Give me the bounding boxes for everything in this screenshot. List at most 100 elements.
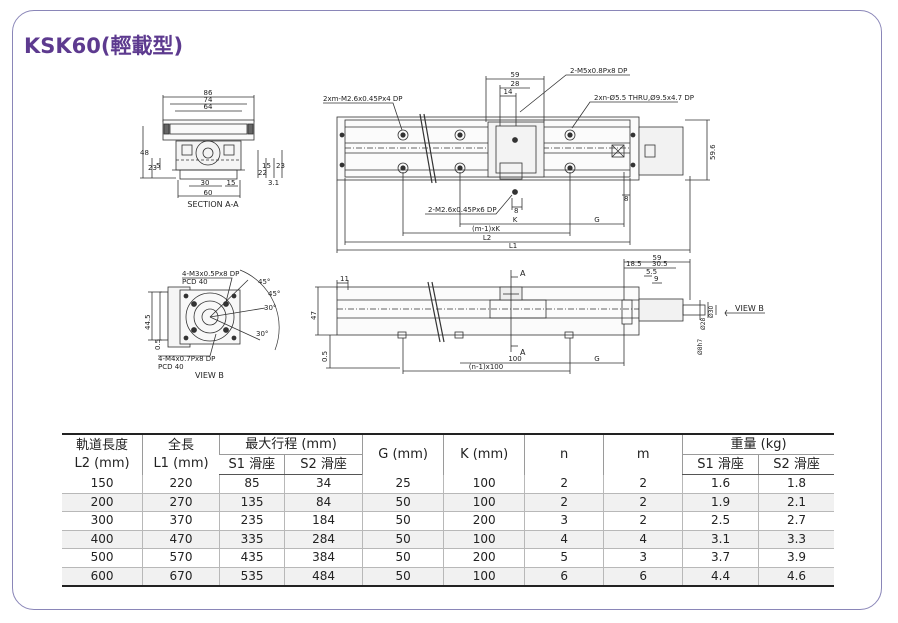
- col-g: G (mm): [362, 433, 444, 475]
- table-cell: 2.1: [758, 493, 834, 512]
- section-dim-74: 74: [204, 96, 213, 104]
- side-dim-n1: (n-1)x100: [469, 363, 503, 371]
- section-dim-3-1: 3.1: [268, 179, 279, 187]
- table-cell: 3.1: [682, 530, 759, 549]
- side-dim-5-5: 5.5: [646, 268, 657, 276]
- top-view: [323, 74, 710, 253]
- table-cell: 2: [603, 493, 683, 512]
- table-cell: 2: [603, 511, 683, 531]
- table-cell: 184: [284, 511, 363, 531]
- col-l1: 全長 L1 (mm): [142, 433, 220, 475]
- vb-angle-4: 30°: [256, 330, 268, 338]
- vb-dim-0-5: 0.5: [154, 339, 162, 350]
- table-cell: 4.6: [758, 567, 834, 587]
- section-dim-15b: 15: [227, 179, 236, 187]
- table-cell: 50: [362, 493, 444, 512]
- top-dim-59-6: 59.6: [709, 144, 717, 160]
- table-cell: 470: [142, 530, 220, 549]
- table-cell: 100: [443, 530, 525, 549]
- col-m: m: [603, 433, 683, 475]
- side-label-a-top: A: [520, 269, 526, 278]
- side-view-labels: 11 47 0.5 A A 100 (n-1)x100 G 59 18.5 30…: [310, 254, 764, 371]
- col-w2: S2 滑座: [758, 454, 834, 475]
- vb-dim-44-5: 44.5: [144, 314, 152, 330]
- section-labels: 86 74 64 48 23 5 22 15 3.1 23 30 15 60 S…: [140, 89, 285, 209]
- table-cell: 135: [218, 493, 285, 512]
- table-cell: 200: [443, 511, 525, 531]
- table-cell: 3: [524, 511, 604, 531]
- table-cell: 220: [142, 474, 220, 494]
- side-dim-0-5: 0.5: [321, 351, 329, 362]
- side-dim-100: 100: [508, 355, 521, 363]
- table-cell: 400: [62, 530, 143, 549]
- note-m2-6x6: 2-M2.6x0.45Px6 DP: [428, 206, 497, 214]
- table-cell: 2.7: [758, 511, 834, 531]
- top-view-labels: 2xm-M2.6x0.45Px4 DP 2-M5x0.8Px8 DP 2xn-Ø…: [323, 67, 717, 250]
- col-l1-line1: 全長: [167, 437, 194, 453]
- side-dim-g: G: [594, 355, 599, 363]
- table-cell: 50: [362, 530, 444, 549]
- table-cell: 50: [362, 548, 444, 568]
- table-cell: 2: [603, 474, 683, 494]
- top-dim-28: 28: [511, 80, 520, 88]
- table-cell: 3: [603, 548, 683, 568]
- vb-note-m4: 4-M4x0.7Px8 DP: [158, 355, 215, 363]
- view-b-label: VIEW B: [195, 371, 224, 380]
- top-dim-k: K: [513, 216, 518, 224]
- table-cell: 4: [603, 530, 683, 549]
- section-dim-64: 64: [204, 103, 213, 111]
- table-cell: 1.9: [682, 493, 759, 512]
- side-dim-11: 11: [340, 275, 349, 283]
- vb-note-m3: 4-M3x0.5Px8 DP: [182, 270, 239, 278]
- section-dim-5: 5: [156, 162, 160, 170]
- table-cell: 3.3: [758, 530, 834, 549]
- table-cell: 100: [443, 474, 525, 494]
- table-cell: 84: [284, 493, 363, 512]
- table-cell: 300: [62, 511, 143, 531]
- table-cell: 600: [62, 567, 143, 587]
- top-dim-g: G: [594, 216, 599, 224]
- side-dim-30-5: 30.5: [652, 260, 668, 268]
- table-cell: 6: [524, 567, 604, 587]
- section-dim-22: 22: [258, 169, 267, 177]
- side-view-b: VIEW B: [735, 304, 764, 313]
- table-cell: 6: [603, 567, 683, 587]
- side-dim-d8: Ø8h7: [697, 339, 704, 355]
- top-dim-14: 14: [504, 88, 513, 96]
- section-view: [140, 95, 283, 198]
- table-cell: 384: [284, 548, 363, 568]
- col-weight: 重量 (kg): [682, 433, 834, 455]
- table-cell: 235: [218, 511, 285, 531]
- table-cell: 34: [284, 474, 363, 494]
- side-dim-47: 47: [310, 311, 318, 320]
- table-cell: 284: [284, 530, 363, 549]
- col-w1: S1 滑座: [682, 454, 759, 475]
- top-dim-small-8: 8: [624, 195, 628, 203]
- table-cell: 500: [62, 548, 143, 568]
- table-cell: 1.6: [682, 474, 759, 494]
- top-dim-59: 59: [511, 71, 520, 79]
- note-m2-6x4: 2xm-M2.6x0.45Px4 DP: [323, 95, 403, 103]
- side-label-a-bot: A: [520, 348, 526, 357]
- col-stroke: 最大行程 (mm): [218, 433, 363, 455]
- table-cell: 2: [524, 493, 604, 512]
- col-s2: S2 滑座: [284, 454, 363, 475]
- side-dim-9: 9: [654, 275, 658, 283]
- col-l2-line1: 軌道長度: [76, 437, 129, 453]
- view-b-labels: 4-M3x0.5Px8 DP PCD 40 4-M4x0.7Px8 DP PCD…: [144, 270, 280, 380]
- top-dim-l2: L2: [483, 234, 491, 242]
- vb-note-pcd1: PCD 40: [182, 278, 208, 286]
- side-dim-d30: Ø30: [708, 305, 715, 318]
- vb-angle-1: 45°: [268, 290, 280, 298]
- top-dim-l1: L1: [509, 242, 517, 250]
- table-cell: 570: [142, 548, 220, 568]
- table-cell: 50: [362, 511, 444, 531]
- table-cell: 370: [142, 511, 220, 531]
- note-m5: 2-M5x0.8Px8 DP: [570, 67, 627, 75]
- top-dim-m1k: (m-1)xK: [472, 225, 500, 233]
- table-cell: 2.5: [682, 511, 759, 531]
- table-cell: 4.4: [682, 567, 759, 587]
